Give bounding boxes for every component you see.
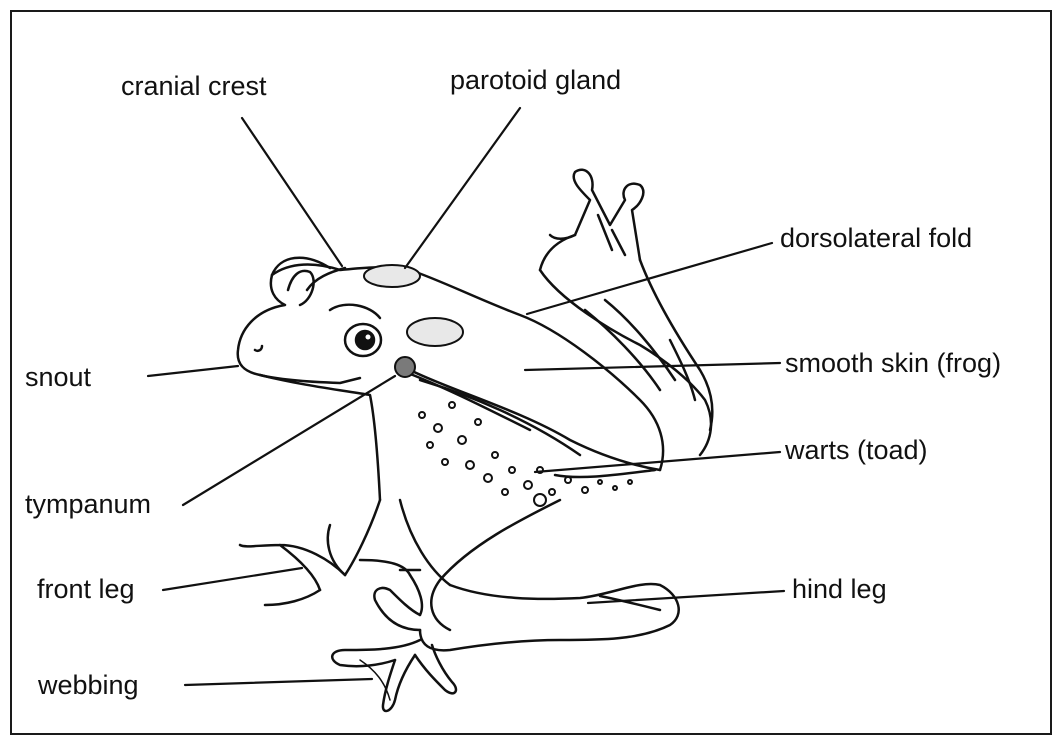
label-front-leg: front leg	[37, 576, 135, 603]
frog-body	[238, 258, 679, 651]
label-dorsolateral-fold: dorsolateral fold	[780, 225, 972, 252]
label-snout: snout	[25, 364, 91, 391]
tympanum-disc	[395, 357, 415, 377]
label-hind-leg: hind leg	[792, 576, 887, 603]
label-warts: warts (toad)	[785, 437, 928, 464]
label-webbing: webbing	[38, 672, 139, 699]
label-parotoid-gland: parotoid gland	[450, 67, 621, 94]
label-smooth-skin: smooth skin (frog)	[785, 350, 1001, 377]
nostril	[255, 346, 262, 351]
eye	[330, 305, 381, 356]
front-foot	[240, 525, 410, 605]
label-cranial-crest: cranial crest	[121, 73, 267, 100]
raised-hind-foot	[540, 170, 712, 455]
label-tympanum: tympanum	[25, 491, 151, 518]
hind-foot	[332, 570, 456, 711]
